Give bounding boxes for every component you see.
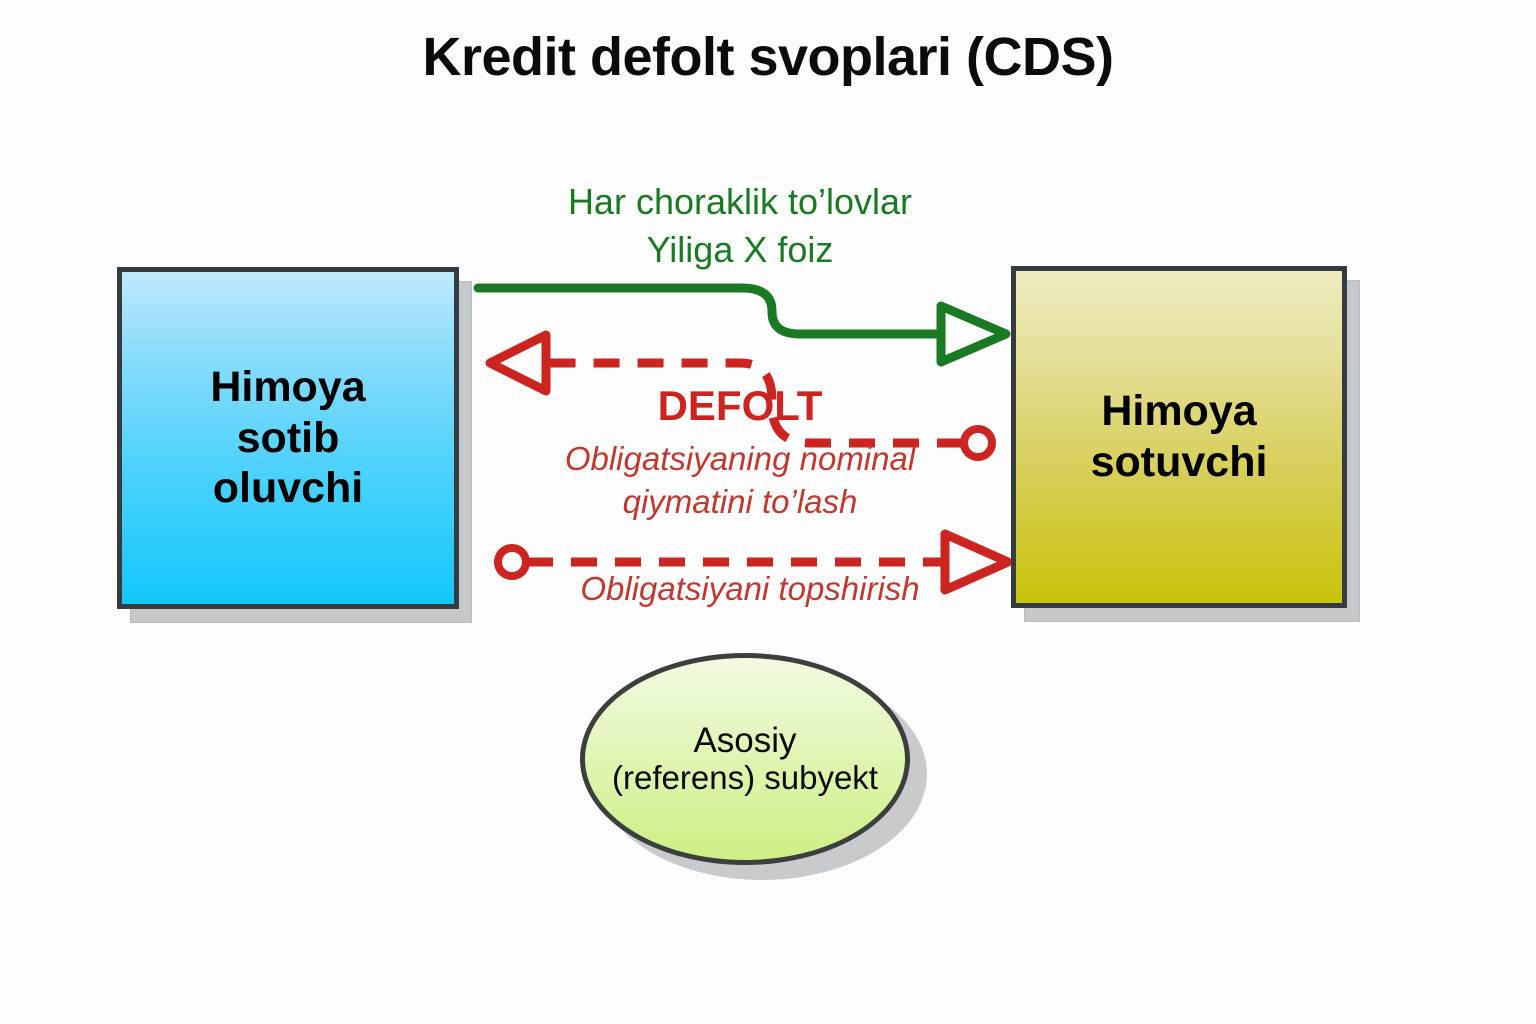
reference-entity-label-line1: Asosiy [693,720,797,760]
premium-arrowhead-icon [936,301,1011,367]
payment-label-line2: qiymatini to’lash [622,482,858,520]
payment-label-line1: Obligatsiyaning nominal [564,440,916,477]
buyer-label-line1: Himoya [210,362,366,411]
buyer-label-line2: sotib [236,413,340,462]
node-protection-seller[interactable]: Himoya sotuvchi [1011,266,1347,608]
buyer-label: Himoya sotib oluvchi [210,362,365,514]
payment-arrowhead-icon [485,330,551,396]
node-protection-buyer[interactable]: Himoya sotib oluvchi [117,267,459,609]
premium-label-line1: Har choraklik to’lovlar [567,181,913,222]
payment-flow-label: Obligatsiyaning nominal qiymatini to’las… [450,438,1030,524]
node-reference-entity[interactable]: Asosiy (referens) subyekt [580,653,910,865]
seller-label-line1: Himoya [1101,387,1257,436]
premium-flow-label: Har choraklik to’lovlar Yiliga X foiz [460,178,1020,273]
default-event-label: DEFOLT [657,382,823,429]
premium-label-line2: Yiliga X foiz [646,228,834,270]
seller-label: Himoya sotuvchi [1091,386,1268,487]
seller-label-line2: sotuvchi [1090,438,1268,486]
buyer-label-line3: oluvchi [212,464,364,513]
page-title: Kredit defolt svoplari (CDS) [422,27,1114,87]
reference-entity-label-line2: (referens) subyekt [612,759,878,797]
premium-flow-arrow [473,283,1011,367]
delivery-flow-label: Obligatsiyani topshirish [580,570,920,607]
